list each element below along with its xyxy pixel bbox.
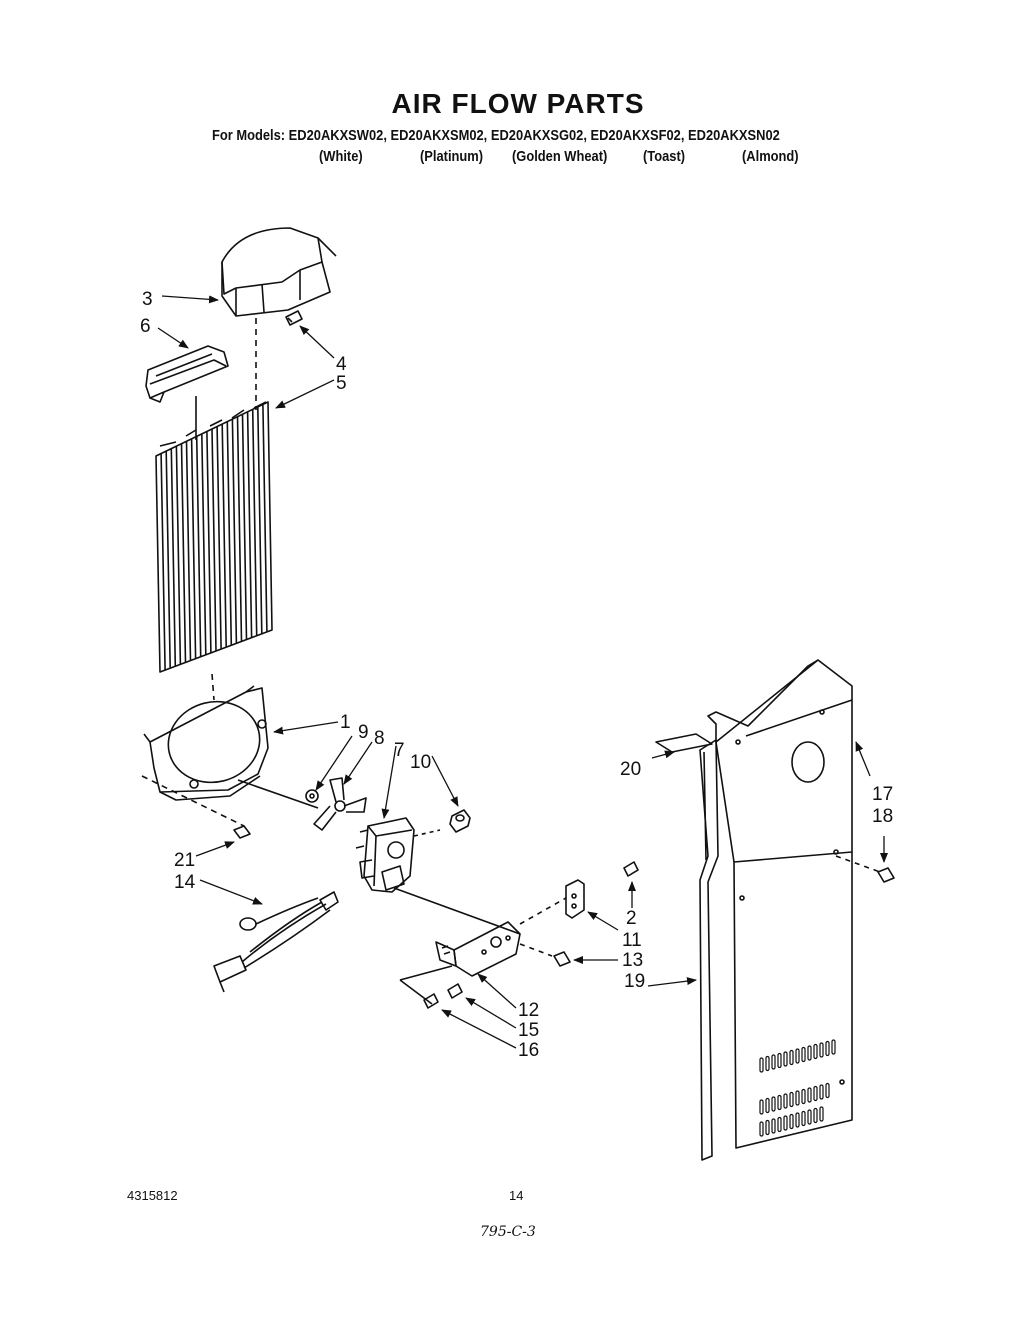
rear-panel-part <box>699 739 719 1161</box>
alignment-line-3 <box>141 775 245 827</box>
vent-slot <box>795 1048 800 1064</box>
bracket-align-line-2 <box>519 897 567 925</box>
fan-nut-part <box>305 789 319 803</box>
color-white: (White) <box>319 148 363 165</box>
color-toast: (Toast) <box>643 148 686 165</box>
document-number: 4315812 <box>127 1188 178 1203</box>
color-golden-wheat: (Golden Wheat) <box>512 148 608 165</box>
callout-18: 18 <box>872 806 893 827</box>
vent-slot <box>813 1107 818 1124</box>
shroud-screw-part <box>233 825 251 839</box>
handwritten-note: 795-C-3 <box>480 1224 536 1240</box>
vent-slot <box>819 1084 824 1100</box>
vent-slot <box>825 1040 830 1057</box>
callout-14: 14 <box>174 872 196 893</box>
callout-17: 17 <box>872 784 893 805</box>
motor-bracket-part <box>435 921 521 977</box>
evaporator-cover-part <box>155 401 273 673</box>
vent-slot <box>783 1115 788 1131</box>
alignment-line-4 <box>237 779 319 809</box>
page-title: AIR FLOW PARTS <box>391 88 645 119</box>
insulation-strip-part <box>655 733 713 753</box>
screw-part <box>285 310 303 326</box>
callout-2: 2 <box>626 908 637 929</box>
vent-slot <box>831 1039 836 1055</box>
grille-part <box>145 345 229 403</box>
vent-slot <box>789 1091 794 1108</box>
vent-slot <box>807 1087 812 1103</box>
air-duct-part <box>221 227 337 317</box>
cover-screw-part <box>877 867 895 883</box>
alignment-line-2 <box>211 673 215 701</box>
color-almond: (Almond) <box>742 148 799 165</box>
callout-20: 20 <box>620 759 641 780</box>
vent-slot <box>765 1055 770 1072</box>
fan-shroud-part <box>143 685 269 801</box>
callout-19: 19 <box>624 971 645 992</box>
vent-slot <box>789 1113 794 1130</box>
wire-harness-part <box>213 891 339 993</box>
vent-slot <box>765 1097 770 1114</box>
callout-10: 10 <box>410 752 431 773</box>
vent-slot <box>771 1096 776 1112</box>
vent-slot <box>759 1099 764 1115</box>
vent-slot <box>759 1121 764 1137</box>
vent-slot <box>777 1052 782 1069</box>
leader-lines <box>157 295 888 1049</box>
color-platinum: (Platinum) <box>420 148 484 165</box>
vent-slot <box>801 1046 806 1063</box>
vent-slot <box>813 1043 818 1060</box>
vent-slot <box>825 1082 830 1099</box>
callout-12: 12 <box>518 1000 539 1021</box>
vent-slot <box>807 1109 812 1125</box>
vent-slot <box>819 1042 824 1058</box>
vent-slot <box>783 1093 788 1109</box>
thermostat-screw-part <box>623 861 639 877</box>
bracket-align-line-3 <box>519 943 553 957</box>
clip-part <box>553 951 571 967</box>
callout-6: 6 <box>140 316 151 337</box>
callout-3: 3 <box>142 289 153 310</box>
callout-5: 5 <box>336 373 347 394</box>
callout-9: 9 <box>358 722 369 743</box>
callout-4: 4 <box>336 354 347 375</box>
vent-slot <box>813 1085 818 1102</box>
vent-slot <box>801 1088 806 1105</box>
vent-slot <box>759 1057 764 1073</box>
vent-slot <box>777 1116 782 1133</box>
callout-13: 13 <box>622 950 643 971</box>
callout-15: 15 <box>518 1020 539 1041</box>
vent-slots <box>759 1039 836 1137</box>
vent-slot <box>795 1112 800 1128</box>
callout-1: 1 <box>340 712 351 733</box>
page-number: 14 <box>509 1188 524 1203</box>
bracket-screw-part <box>423 983 463 1009</box>
vent-slot <box>777 1094 782 1111</box>
callout-21: 21 <box>174 850 195 871</box>
vent-slot <box>789 1049 794 1066</box>
callout-labels: 3 6 4 5 1 9 8 7 10 20 17 18 21 14 2 11 1… <box>140 289 893 1061</box>
vent-slot <box>783 1051 788 1067</box>
callout-11: 11 <box>622 930 642 951</box>
vent-slot <box>765 1119 770 1136</box>
callout-16: 16 <box>518 1040 539 1061</box>
screw-align-line-18 <box>835 855 881 873</box>
screw-align-lines <box>399 965 453 1005</box>
fan-blade-part <box>313 777 367 831</box>
fan-motor-part <box>355 817 441 893</box>
thermostat-bracket-part <box>565 879 585 919</box>
vent-slot <box>807 1045 812 1061</box>
vent-slot <box>795 1090 800 1106</box>
callout-8: 8 <box>374 728 385 749</box>
evaporator-back-cover-part <box>707 659 853 1149</box>
bracket-align-line <box>393 887 521 935</box>
models-line: For Models: ED20AKXSW02, ED20AKXSM02, ED… <box>212 127 780 144</box>
vent-slot <box>771 1054 776 1070</box>
vent-slot <box>771 1118 776 1134</box>
vent-slot <box>819 1106 824 1122</box>
vent-slot <box>801 1110 806 1127</box>
callout-7: 7 <box>394 740 405 761</box>
grommet-part <box>449 809 471 833</box>
